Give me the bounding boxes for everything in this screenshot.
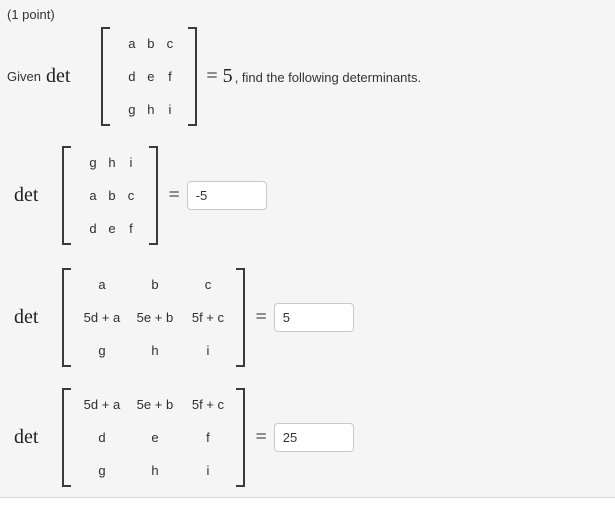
given-suffix: , find the following determinants. [234,70,422,85]
problem-1-matrix: g h i a b c d e f [62,146,159,245]
given-equation-text: = 5, find the following determinants. [206,65,421,88]
matrix-cell: c [204,277,212,292]
given-matrix: a b c d e f g h i [101,27,198,126]
equals-sign: = [255,306,267,328]
matrix-cell: h [108,155,116,170]
matrix-cell: a [89,188,97,203]
matrix-cell: f [129,221,133,236]
matrix-bracket-right [149,146,159,245]
matrix-bracket-left [62,146,72,245]
matrix-cell: g [98,343,106,358]
problem-row-1: det g h i a b c d e f = [14,146,267,245]
problem-row-3: det 5d + a 5e + b 5f + c d e f g h i = [14,388,354,487]
matrix-cell: g [89,155,97,170]
matrix-cell: a [128,36,136,51]
det-operator: det [14,184,39,206]
matrix-bracket-right [236,268,246,367]
matrix-bracket-left [62,388,72,487]
matrix-cell: i [129,155,133,170]
matrix-cell: h [147,102,155,117]
matrix-grid: g h i a b c d e f [71,146,149,245]
matrix-bracket-right [236,388,246,487]
matrix-cell: h [151,463,159,478]
problem-row-2: det a b c 5d + a 5e + b 5f + c g h i = [14,268,354,367]
det-operator: det [14,306,39,328]
matrix-cell: b [151,277,159,292]
given-value: = 5 [206,65,233,87]
matrix-cell: i [168,102,172,117]
matrix-grid: a b c 5d + a 5e + b 5f + c g h i [71,268,236,367]
points-label: (1 point) [7,7,55,22]
matrix-cell: 5f + c [191,397,225,412]
matrix-cell: c [127,188,135,203]
matrix-grid: a b c d e f g h i [110,27,188,126]
matrix-cell: 5f + c [191,310,225,325]
equals-sign: = [168,184,180,206]
matrix-cell: a [98,277,106,292]
matrix-cell: e [151,430,159,445]
matrix-grid: 5d + a 5e + b 5f + c d e f g h i [71,388,236,487]
matrix-cell: b [108,188,116,203]
given-statement-row: Given det a b c d e f g h i = 5, find th… [7,27,421,126]
matrix-bracket-right [188,27,198,126]
problem-3-matrix: 5d + a 5e + b 5f + c d e f g h i [62,388,246,487]
matrix-cell: 5e + b [136,397,174,412]
matrix-cell: i [206,463,210,478]
problem-content-area: (1 point) Given det a b c d e f g h i [0,7,615,498]
matrix-bracket-left [62,268,72,367]
det-operator: det [14,426,39,448]
matrix-cell: e [147,69,155,84]
matrix-cell: f [168,69,172,84]
given-label: Given [7,69,41,84]
matrix-cell: h [151,343,159,358]
matrix-cell: e [108,221,116,236]
matrix-cell: d [128,69,136,84]
problem-2-matrix: a b c 5d + a 5e + b 5f + c g h i [62,268,246,367]
matrix-cell: 5d + a [83,310,121,325]
matrix-cell: d [98,430,106,445]
answer-input-2[interactable] [273,303,354,332]
matrix-cell: d [89,221,97,236]
det-operator: det [45,65,71,87]
matrix-cell: 5d + a [83,397,121,412]
matrix-cell: f [206,430,210,445]
matrix-cell: i [206,343,210,358]
matrix-cell: c [166,36,174,51]
answer-input-3[interactable] [273,423,354,452]
matrix-cell: 5e + b [136,310,174,325]
answer-input-1[interactable] [186,181,267,210]
equals-sign: = [255,426,267,448]
matrix-cell: b [147,36,155,51]
matrix-cell: g [98,463,106,478]
matrix-bracket-left [101,27,111,126]
matrix-cell: g [128,102,136,117]
